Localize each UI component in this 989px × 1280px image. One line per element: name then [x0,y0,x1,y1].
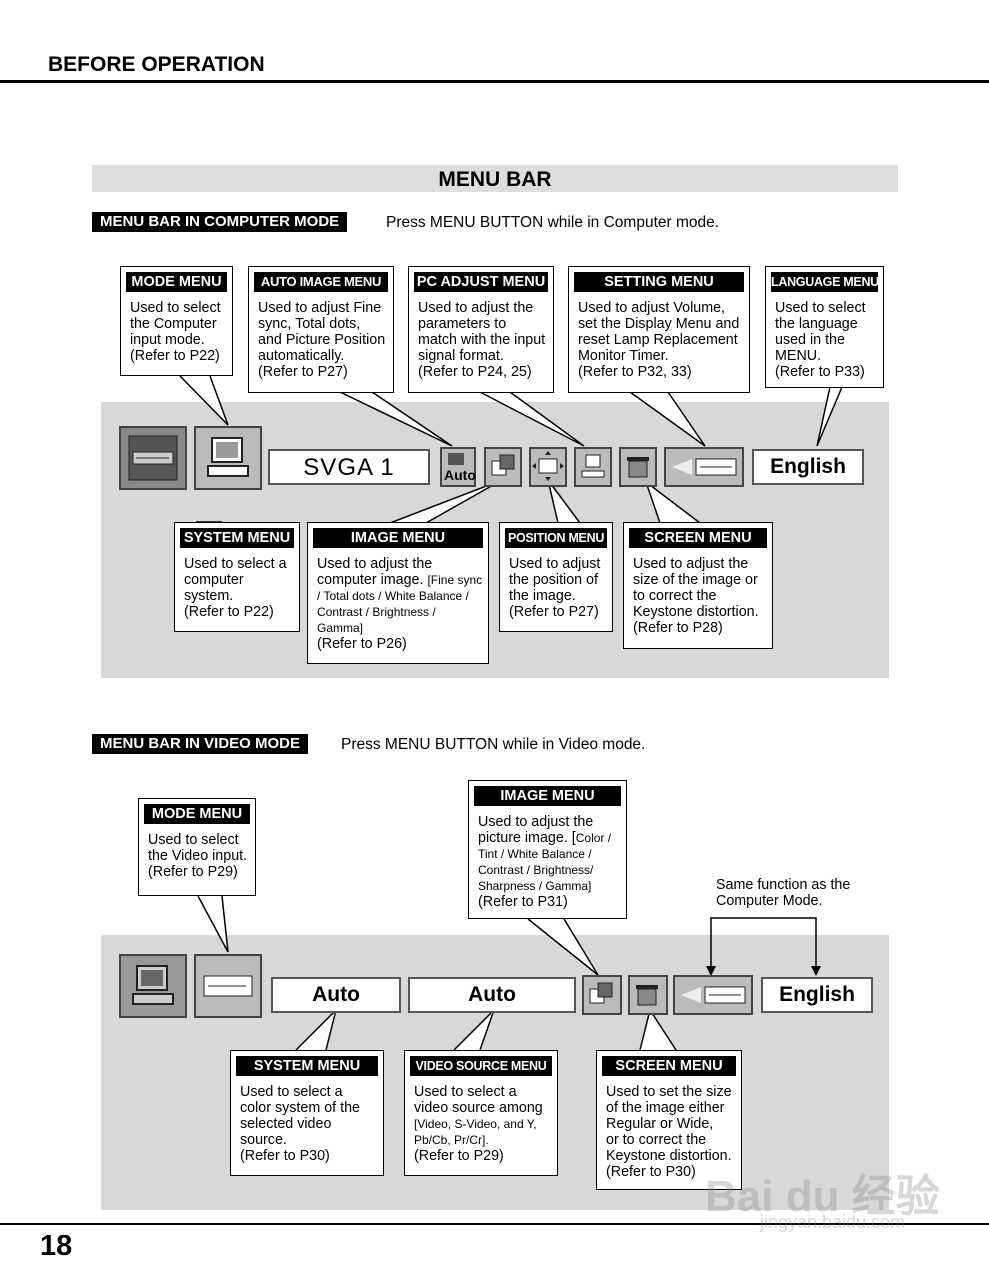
setting-menu-title: SETTING MENU [574,272,744,292]
setting-menu-callout: SETTING MENU Used to adjust Volume,set t… [568,266,750,393]
pc-adjust-menu-button[interactable] [574,447,612,487]
setting-menu-button[interactable] [664,447,744,487]
header-rule [0,80,989,83]
video-language-field[interactable]: English [761,977,873,1013]
image-menu-text: Used to adjust the picture image. [Color… [478,814,612,910]
auto-image-icon [448,453,464,465]
video-system-field[interactable]: Auto [271,977,401,1013]
auto-image-menu-title: AUTO IMAGE MENU [254,272,388,292]
vcr-icon [128,435,178,481]
system-menu-title: SYSTEM MENU [236,1056,378,1076]
image-menu-title: IMAGE MENU [313,528,483,548]
screen-icon [636,985,658,1006]
auto-image-button[interactable]: Auto [440,447,476,487]
computer-mode-desc: Press MENU BUTTON while in Computer mode… [386,214,720,231]
projector-icon [681,986,746,1004]
video-source-menu-text: Used to select a video source among [Vid… [414,1084,543,1164]
mode-menu-title: MODE MENU [144,804,250,824]
computer-icon [207,437,249,477]
screen-menu-title: SCREEN MENU [629,528,767,548]
position-menu-button[interactable] [529,447,567,487]
mode-menu-title: MODE MENU [126,272,227,292]
computer-icon [132,965,174,1005]
system-menu-title: SYSTEM MENU [180,528,294,548]
computer-pointer-lines [179,375,843,524]
auto-image-icon-text: Auto [444,467,476,483]
video-source-menu-title: VIDEO SOURCE MENU [410,1056,552,1076]
image-menu-button[interactable] [484,447,522,487]
video-source-menu-callout: VIDEO SOURCE MENU Used to select a video… [404,1050,558,1176]
screen-menu-button[interactable] [619,447,657,487]
video-mode-label: MENU BAR IN VIDEO MODE [92,734,309,754]
footer-rule [0,1223,989,1225]
computer-language-field[interactable]: English [752,449,864,485]
language-menu-title: LANGUAGE MENU [771,272,878,292]
page-number: 18 [40,1230,73,1262]
position-menu-title: POSITION MENU [505,528,607,548]
image-menu-text: Used to adjust the computer image. [Fine… [317,556,483,652]
computer-system-field[interactable]: SVGA 1 [268,449,430,485]
computer-mode-label: MENU BAR IN COMPUTER MODE [92,212,348,232]
image-icon [589,982,613,1004]
menu-bar-title: MENU BAR [92,165,898,192]
video-pointer-lines [197,895,821,1051]
video-image-menu-button[interactable] [582,975,622,1015]
video-source-field[interactable]: Auto [408,977,576,1013]
video-image-menu-callout: IMAGE MENU Used to adjust the picture im… [468,780,627,919]
video-mode-desc: Press MENU BUTTON while in Video mode. [341,736,646,753]
screen-menu-title: SCREEN MENU [602,1056,736,1076]
image-menu-title: IMAGE MENU [474,786,621,806]
screen-icon [627,457,649,478]
pc-adjust-menu-title: PC ADJUST MENU [414,272,548,292]
projector-icon [672,458,737,476]
pc-adjust-icon [581,454,605,478]
same-function-note: Same function as the Computer Mode. [716,877,851,909]
image-icon [491,454,515,476]
watermark-brand: Bai du 经验 [705,1172,940,1221]
watermark-url: jingyan.baidu.com [760,1212,906,1232]
computer-mode-icon-computer[interactable] [194,426,262,490]
vcr-icon [203,975,253,997]
video-mode-icon-computer[interactable] [119,954,187,1018]
video-setting-menu-button[interactable] [673,975,753,1015]
video-mode-icon-video[interactable] [194,954,262,1018]
page-header-title: BEFORE OPERATION [48,53,265,76]
video-screen-menu-button[interactable] [628,975,668,1015]
computer-mode-icon-video[interactable] [119,426,187,490]
computer-image-menu-callout: IMAGE MENU Used to adjust the computer i… [307,522,489,664]
position-icon [532,451,564,481]
setting-menu-text: Used to adjust Volume,set the Display Me… [578,300,740,380]
